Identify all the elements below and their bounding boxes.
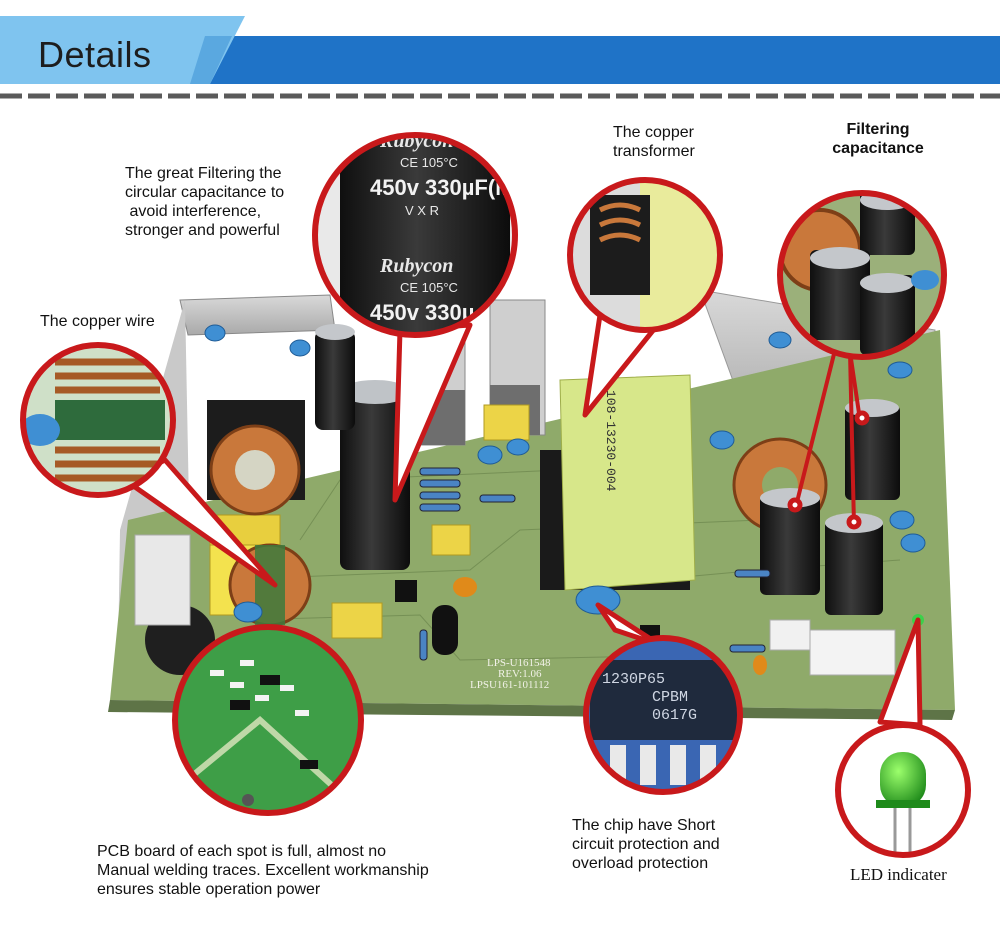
chip-marking-2: CPBM xyxy=(652,689,688,706)
caption-line: capacitance xyxy=(832,140,924,157)
caption-line: LED indicater xyxy=(850,865,947,884)
banner-graphic xyxy=(0,16,1000,99)
caption-line: Manual welding traces. Excellent workman… xyxy=(97,862,429,879)
cap-spec-2: CE 105°C xyxy=(400,280,458,295)
caption-pcb: PCB board of each spot is full, almost n… xyxy=(97,842,429,899)
callout-dots xyxy=(787,410,870,530)
caption-line: Filtering xyxy=(846,121,910,138)
product-illustration: 108-13230-004 xyxy=(20,132,971,858)
callout-filter-capacitance xyxy=(777,190,947,360)
caption-line: The great Filtering the xyxy=(125,165,282,182)
cap-rating-2: 450v 330µ xyxy=(370,300,474,325)
caption-line: The copper wire xyxy=(40,313,155,330)
chip-marking-3: 0617G xyxy=(652,707,697,724)
cap-rating-1: 450v 330µF(M) xyxy=(370,175,521,200)
caption-line: overload protection xyxy=(572,855,709,872)
caption-transformer: The copper transformer xyxy=(613,123,695,161)
caption-line: PCB board of each spot is full, almost n… xyxy=(97,843,387,860)
header-banner: Details xyxy=(0,0,1000,100)
transformer-part-number: 108-13230-004 xyxy=(603,390,618,492)
caption-filter-capacitance: Filtering capacitance xyxy=(818,120,938,158)
caption-line: The copper xyxy=(613,124,694,141)
cap-code-1: V X R xyxy=(405,203,439,218)
caption-line: circular capacitance to xyxy=(125,184,285,201)
caption-led: LED indicater xyxy=(850,865,947,884)
caption-line: ensures stable operation power xyxy=(97,881,321,898)
caption-line: The chip have Short xyxy=(572,817,716,834)
callout-pcb xyxy=(172,624,364,816)
caption-line: circuit protection and xyxy=(572,836,720,853)
cap-brand-2: Rubycon xyxy=(379,255,453,277)
cap-spec-1: CE 105°C xyxy=(400,155,458,170)
callout-capacitor: Rubycon CE 105°C 450v 330µF(M) V X R Rub… xyxy=(312,132,521,338)
silkscreen-pcb-id: LPSU161-101112 xyxy=(470,679,549,691)
callout-chip: 1230P65 CPBM 0617G xyxy=(583,635,743,795)
caption-chip: The chip have Short circuit protection a… xyxy=(572,816,720,873)
callout-transformer xyxy=(567,177,723,333)
caption-line: transformer xyxy=(613,143,695,160)
silkscreen-rev: REV:1.06 xyxy=(498,668,542,680)
caption-capacitor: The great Filtering the circular capacit… xyxy=(125,164,284,240)
filter-callout-lines xyxy=(793,349,862,526)
chip-marking-1: 1230P65 xyxy=(602,671,665,688)
power-supply-board xyxy=(108,289,955,720)
caption-line: stronger and powerful xyxy=(125,222,280,239)
callout-led xyxy=(835,722,971,858)
caption-copper-wire: The copper wire xyxy=(40,312,155,331)
product-detail-stage: 108-13230-004 xyxy=(0,100,1000,935)
silkscreen-model: LPS-U161548 xyxy=(487,657,551,669)
caption-line: avoid interference, xyxy=(125,203,262,220)
callout-copper-wire xyxy=(20,342,176,498)
page-title: Details xyxy=(38,34,152,75)
